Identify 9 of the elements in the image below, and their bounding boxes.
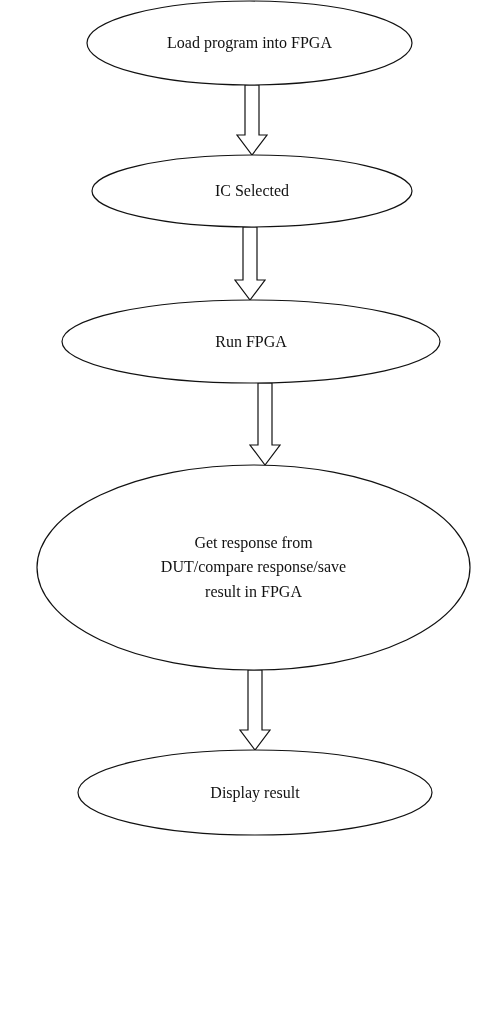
hollow-arrow — [238, 669, 272, 751]
step-label: IC Selected — [213, 180, 291, 201]
step-label: Display result — [209, 782, 301, 804]
hollow-arrow — [233, 226, 267, 301]
step-label: Get response from DUT/compare response/save result in FPGA — [159, 532, 348, 602]
hollow-arrow — [235, 84, 269, 156]
step-label: Load program into FPGA — [166, 32, 333, 54]
step-label: Run FPGA — [214, 331, 288, 352]
hollow-arrow — [248, 382, 282, 466]
